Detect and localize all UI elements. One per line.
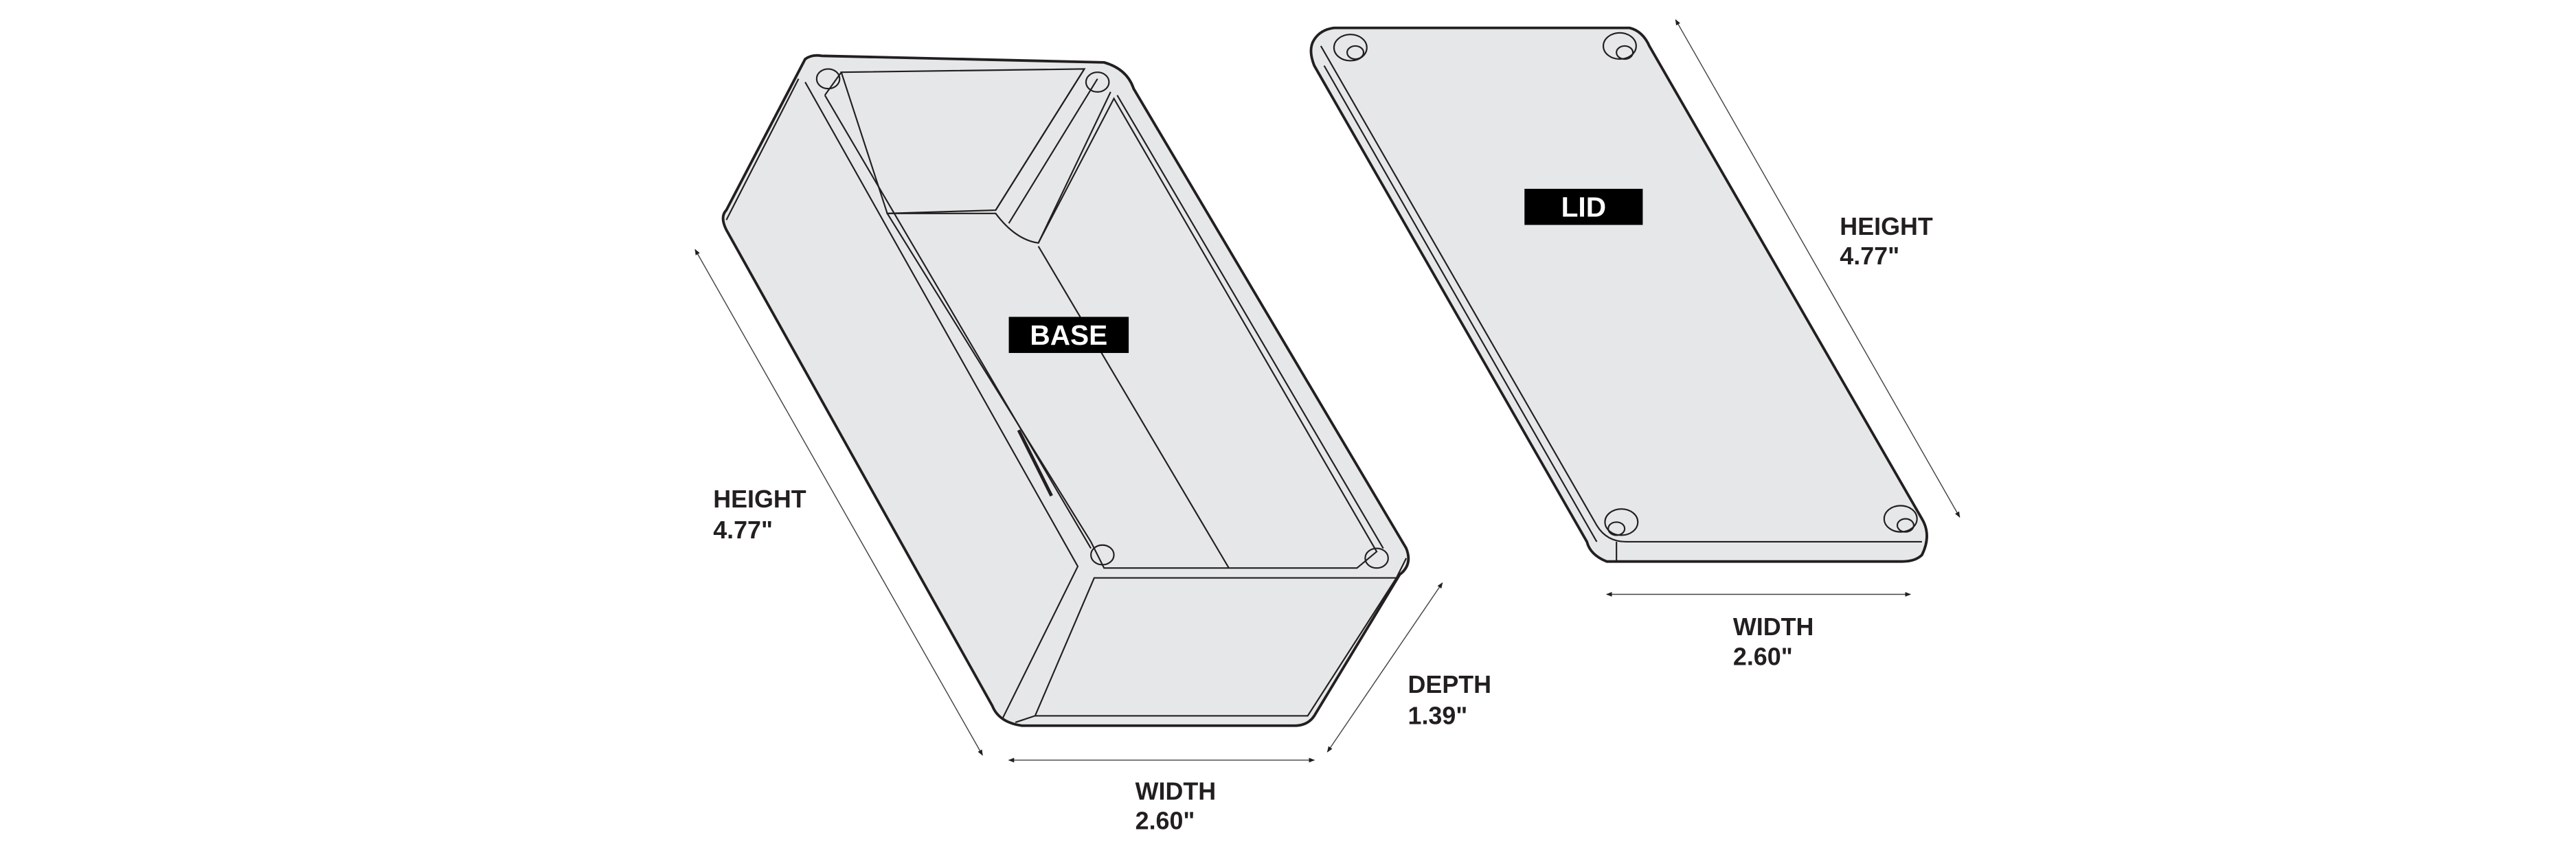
base-left-face xyxy=(725,78,1079,720)
base-height-value: 4.77" xyxy=(713,516,773,544)
lid-panel: LID xyxy=(1309,26,1928,563)
base-width-label: WIDTH xyxy=(1136,777,1217,805)
lid-tag-bg xyxy=(1524,188,1643,225)
lid-width-label: WIDTH xyxy=(1733,613,1814,641)
base-depth-dimension-line xyxy=(1326,582,1443,753)
base-height-dimension-line xyxy=(694,249,983,756)
base-height-label: HEIGHT xyxy=(713,485,806,513)
base-tag: BASE xyxy=(1030,319,1107,351)
base-front-edge xyxy=(1015,558,1408,723)
lid-width-value: 2.60" xyxy=(1733,643,1793,670)
lid-edge xyxy=(1320,45,1922,562)
base-rib xyxy=(995,68,1111,244)
base-tag-bg xyxy=(1008,317,1129,354)
base-depth-value: 1.39" xyxy=(1408,702,1468,729)
screw-hole-icon xyxy=(815,68,841,90)
base-width-value: 2.60" xyxy=(1136,807,1195,834)
screw-hole-icon xyxy=(1085,71,1110,93)
lid-height-label: HEIGHT xyxy=(1840,213,1933,240)
base-interior xyxy=(840,68,1086,214)
screw-hole-icon xyxy=(1090,544,1115,566)
base-interior-floor xyxy=(885,97,1378,569)
base-enclosure: BASE xyxy=(721,54,1410,727)
lid-height-dimension-line xyxy=(1675,19,1961,518)
screw-hole-icon xyxy=(1364,547,1389,569)
base-side-notch xyxy=(1017,429,1053,497)
lid-height-value: 4.77" xyxy=(1840,242,1899,270)
lid-tag: LID xyxy=(1561,192,1606,223)
screw-hole-icon xyxy=(1604,508,1639,536)
screw-hole-icon xyxy=(1333,34,1368,62)
screw-hole-icon xyxy=(1602,32,1637,60)
base-interior-floor-line xyxy=(1037,246,1230,569)
lid-outer xyxy=(1309,26,1928,563)
base-front-face xyxy=(1034,577,1398,717)
base-outer-body xyxy=(721,54,1410,727)
base-depth-label: DEPTH xyxy=(1408,671,1492,698)
